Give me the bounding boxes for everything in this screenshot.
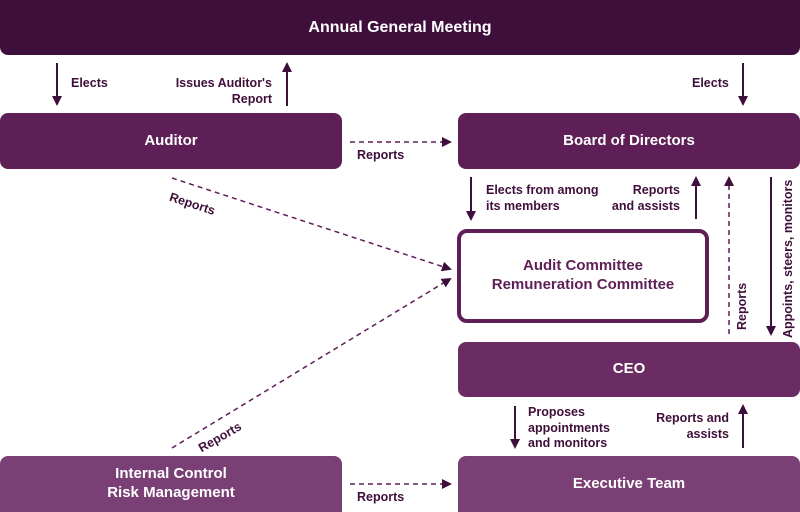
remuneration-committee-title: Remuneration Committee xyxy=(491,276,675,293)
label-reports-assists-board-line1: Reports xyxy=(632,183,680,197)
internal-control-risk-management-box: Internal Control Risk Management xyxy=(0,456,342,512)
label-reports-ceo-board: Reports xyxy=(735,282,749,330)
label-proposes-appointments: Proposes appointments and monitors xyxy=(528,405,610,452)
audit-committee-title: Audit Committee xyxy=(523,257,643,275)
label-proposes-line2: appointments xyxy=(528,420,610,435)
label-reports-assists-board: Reports and assists xyxy=(590,183,680,214)
agm-title: Annual General Meeting xyxy=(308,18,492,36)
label-proposes-line3: and monitors xyxy=(528,436,608,451)
auditor-title: Auditor xyxy=(144,131,198,149)
label-reports-assists-exec: Reports and assists xyxy=(635,411,729,442)
label-reports-icrm-exec: Reports xyxy=(357,490,405,504)
label-appoints-steers-monitors: Appoints, steers, monitors xyxy=(781,179,795,338)
label-elects-left: Elects xyxy=(71,76,108,90)
ceo-box: CEO xyxy=(458,342,800,397)
label-reports-assists-exec-line1: Reports and xyxy=(656,411,729,425)
label-reports-assists-board-line2: and assists xyxy=(611,198,680,213)
label-reports-auditor-board: Reports xyxy=(357,148,405,162)
arrow-icrm-reports-committee xyxy=(171,277,452,449)
label-reports-assists-exec-line2: assists xyxy=(686,426,729,441)
committees-box: Audit Committee Remuneration Committee xyxy=(457,229,709,323)
executive-team-box: Executive Team xyxy=(458,456,800,512)
board-of-directors-box: Board of Directors xyxy=(458,113,800,169)
annual-general-meeting-box: Annual General Meeting xyxy=(0,0,800,55)
board-title: Board of Directors xyxy=(563,131,695,149)
label-issues-report: Issues Auditor's Report xyxy=(168,76,272,107)
auditor-box: Auditor xyxy=(0,113,342,169)
ceo-title: CEO xyxy=(612,360,646,378)
label-elects-right: Elects xyxy=(692,76,729,90)
internal-control-title: Internal Control xyxy=(115,465,227,483)
executive-team-title: Executive Team xyxy=(572,474,686,492)
arrow-auditor-reports-committee xyxy=(171,177,452,272)
label-issues-report-line1: Issues Auditor's xyxy=(175,76,272,90)
label-proposes-line1: Proposes xyxy=(528,405,585,419)
label-elects-from-members: Elects from among its members xyxy=(486,183,599,214)
label-issues-report-line2: Report xyxy=(231,91,272,106)
label-elects-from-line1: Elects from among xyxy=(486,183,599,197)
risk-management-title: Risk Management xyxy=(107,484,235,501)
label-elects-from-line2: its members xyxy=(486,198,560,213)
